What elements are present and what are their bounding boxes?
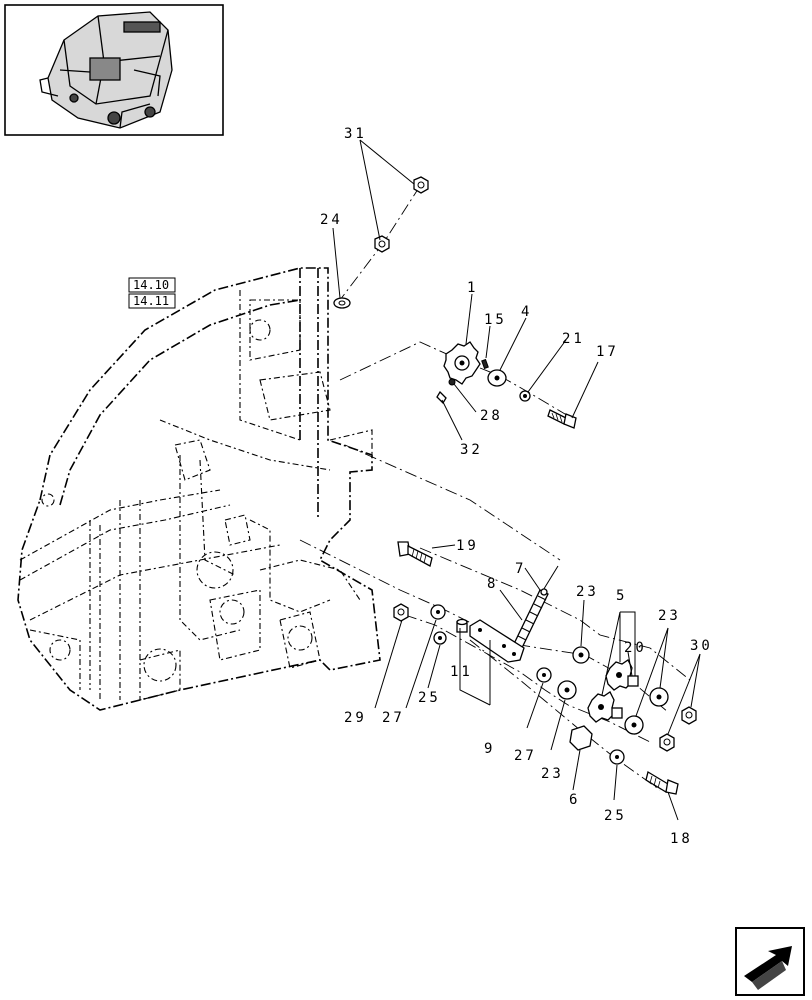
washer-24[interactable]	[333, 297, 351, 309]
callout-23-bottom[interactable]: 23	[541, 766, 564, 782]
callout-25-left[interactable]: 25	[418, 690, 441, 706]
callout-18[interactable]: 18	[670, 831, 693, 847]
callout-labels: 31 24 1 15 4 21 17 28 32 19 7 8 23 5 20 …	[320, 126, 713, 847]
callout-24[interactable]: 24	[320, 212, 343, 228]
callout-25-right[interactable]: 25	[604, 808, 627, 824]
nut-30-lower[interactable]	[659, 733, 675, 752]
previous-page-arrow-icon[interactable]	[735, 927, 805, 996]
callout-9[interactable]: 9	[484, 741, 495, 757]
sprocket-5-upper[interactable]	[605, 659, 633, 691]
washer-27-left[interactable]	[430, 604, 446, 620]
sprocket-1[interactable]	[443, 341, 481, 385]
callout-4[interactable]: 4	[521, 304, 532, 320]
machine-frame-phantom	[17, 267, 381, 711]
parts	[333, 176, 697, 795]
leader-lines	[332, 139, 701, 821]
sprocket-5-lower[interactable]	[587, 691, 615, 723]
baler-overview-thumbnail[interactable]	[4, 4, 224, 136]
callout-7[interactable]: 7	[515, 561, 526, 577]
nut-31-lower[interactable]	[374, 235, 390, 253]
spring-rod-7[interactable]	[540, 565, 559, 596]
grease-fitting-32[interactable]	[436, 390, 447, 405]
callout-23-top[interactable]: 23	[576, 584, 599, 600]
callout-1[interactable]: 1	[467, 280, 478, 296]
ref-14-11[interactable]: 14.11	[133, 294, 169, 308]
nut-30-upper[interactable]	[681, 706, 697, 725]
washer-21[interactable]	[519, 390, 531, 402]
nut-31-upper[interactable]	[413, 176, 429, 194]
assembly-center-lines	[299, 185, 691, 791]
callout-17[interactable]: 17	[596, 344, 619, 360]
callout-8[interactable]: 8	[487, 576, 498, 592]
washer-25-right[interactable]	[609, 749, 625, 765]
washer-27-right[interactable]	[536, 667, 552, 683]
block-6[interactable]	[569, 725, 593, 751]
callout-11[interactable]: 11	[450, 664, 473, 680]
callout-20[interactable]: 20	[624, 640, 647, 656]
spacer-20-lower[interactable]	[611, 707, 623, 719]
callout-27-right[interactable]: 27	[514, 748, 537, 764]
callout-32[interactable]: 32	[460, 442, 483, 458]
spacer-20-upper[interactable]	[627, 675, 639, 687]
bolt-19[interactable]	[397, 541, 433, 567]
washer-23-right-lower[interactable]	[624, 715, 644, 735]
bushing-11[interactable]	[456, 618, 468, 633]
callout-5[interactable]: 5	[616, 588, 627, 604]
callout-29[interactable]: 29	[344, 710, 367, 726]
callout-19[interactable]: 19	[456, 538, 479, 554]
bolt-18[interactable]	[645, 770, 679, 795]
washer-25-left[interactable]	[433, 631, 447, 645]
callout-6[interactable]: 6	[569, 792, 580, 808]
callout-15[interactable]: 15	[484, 312, 507, 328]
callout-28[interactable]: 28	[480, 408, 503, 424]
washer-23-right-upper[interactable]	[649, 687, 669, 707]
callout-23-right[interactable]: 23	[658, 608, 681, 624]
callout-30[interactable]: 30	[690, 638, 713, 654]
section-references: 14.10 14.11	[128, 277, 176, 309]
key-15[interactable]	[481, 358, 489, 370]
washer-23-middle[interactable]	[557, 680, 577, 700]
set-screw-28[interactable]	[448, 378, 456, 386]
ref-14-10[interactable]: 14.10	[133, 278, 169, 292]
washer-23-upper[interactable]	[572, 646, 590, 664]
nut-29[interactable]	[393, 603, 409, 622]
tensioner-bracket-9[interactable]	[469, 619, 525, 663]
callout-27-left[interactable]: 27	[382, 710, 405, 726]
washer-4[interactable]	[487, 369, 507, 387]
callout-21[interactable]: 21	[562, 331, 585, 347]
callout-31[interactable]: 31	[344, 126, 367, 142]
